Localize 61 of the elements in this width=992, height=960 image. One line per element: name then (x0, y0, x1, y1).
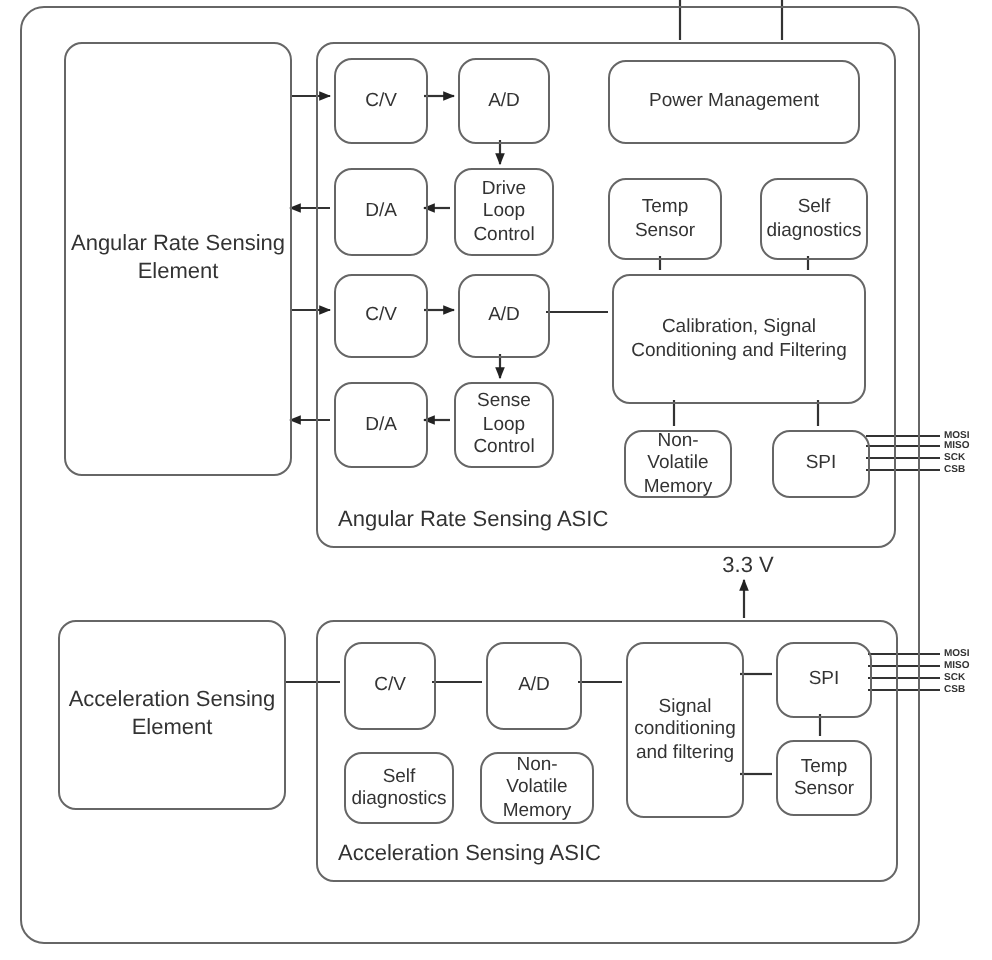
block-title: Acceleration Sensing ASIC (338, 841, 601, 868)
arrow (290, 91, 332, 101)
connector-line (432, 680, 482, 684)
connector-line (740, 772, 772, 776)
module-box: A/D (458, 274, 550, 358)
signal-line (866, 444, 940, 448)
module-box: D/A (334, 382, 428, 468)
connector-line (816, 400, 820, 426)
sensing-element-box: Angular Rate Sensing Element (64, 42, 292, 476)
module-box: Self diagnostics (760, 178, 868, 260)
module-box: Non-Volatile Memory (480, 752, 594, 824)
arrow (424, 305, 456, 315)
signal-line (868, 664, 940, 668)
arrow (424, 91, 456, 101)
module-box: Self diagnostics (344, 752, 454, 824)
arrow (739, 578, 749, 618)
connector-line (672, 400, 676, 426)
connector-line (818, 714, 822, 736)
block-title: Angular Rate Sensing ASIC (338, 507, 609, 534)
signal-line (868, 688, 940, 692)
asic-block (316, 42, 896, 548)
signal-line (780, 0, 784, 40)
connector-line (658, 256, 662, 270)
module-box: Signal conditioning and filtering (626, 642, 744, 818)
module-box: Calibration, Signal Conditioning and Filtering (612, 274, 866, 404)
module-box: Sense Loop Control (454, 382, 554, 468)
arrow (495, 354, 505, 380)
voltage-label: 3.3 V (718, 554, 778, 582)
signal-line (866, 456, 940, 460)
module-box: Non-Volatile Memory (624, 430, 732, 498)
module-box: SPI (772, 430, 870, 498)
arrow (495, 140, 505, 166)
arrow (288, 203, 330, 213)
signal-line (866, 468, 940, 472)
module-box: Drive Loop Control (454, 168, 554, 256)
outer-frame (20, 6, 920, 944)
module-box: SPI (776, 642, 872, 718)
signal-line (868, 676, 940, 680)
connector-line (740, 672, 772, 676)
module-box: Temp Sensor (608, 178, 722, 260)
signal-line (866, 434, 940, 438)
module-box: D/A (334, 168, 428, 256)
module-box: C/V (334, 274, 428, 358)
module-box: C/V (344, 642, 436, 730)
asic-block (316, 620, 898, 882)
connector-line (284, 680, 340, 684)
sensing-element-box: Acceleration Sensing Element (58, 620, 286, 810)
connector-line (806, 256, 810, 270)
signal-line (678, 0, 682, 40)
module-box: C/V (334, 58, 428, 144)
module-box: A/D (458, 58, 550, 144)
arrow (288, 415, 330, 425)
module-box: Power Management (608, 60, 860, 144)
arrow (422, 203, 450, 213)
arrow (422, 415, 450, 425)
module-box: Temp Sensor (776, 740, 872, 816)
connector-line (578, 680, 622, 684)
module-box: A/D (486, 642, 582, 730)
connector-line (546, 310, 608, 314)
arrow (290, 305, 332, 315)
signal-line (868, 652, 940, 656)
